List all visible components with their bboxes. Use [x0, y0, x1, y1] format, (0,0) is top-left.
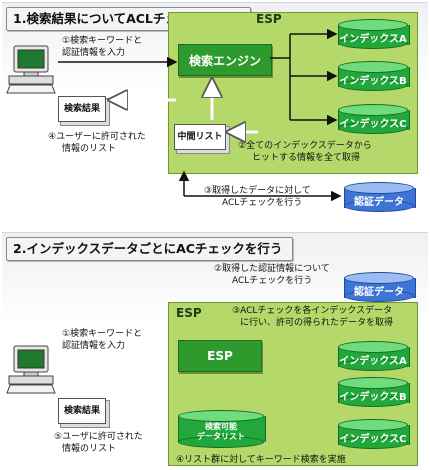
section2-computer-icon: [6, 345, 56, 394]
section1-engine-label: 検索エンジン: [188, 53, 261, 68]
section1-auth-db-label: 認証データ: [354, 197, 404, 208]
section1-index-a-label: インデックスA: [339, 34, 407, 45]
section1-step2-line1: ②全てのインデックスデータから: [238, 141, 372, 151]
section1-index-c-label: インデックスC: [339, 119, 407, 130]
section2-index-c: インデックスC: [338, 419, 410, 449]
section2-index-a-label: インデックスA: [339, 356, 407, 367]
section2-esp-engine: ESP: [178, 340, 262, 372]
section2-index-b: インデックスB: [338, 377, 410, 407]
section2-auth-db: 認証データ: [344, 272, 416, 302]
section1-index-b-label: インデックスB: [339, 76, 407, 87]
section1-step2-line2: ヒットする情報を全て取得: [252, 153, 361, 163]
section1-auth-db: 認証データ: [344, 182, 416, 212]
section1-step4-line1: ④ユーザーに許可された: [48, 132, 146, 142]
section2-list-db-line2: データリスト: [197, 432, 245, 441]
section1-computer-icon: [6, 45, 56, 94]
section2-step4: ④リスト群に対してキーワード検索を実施: [176, 455, 346, 465]
section2-step3-line1: ③ACLチェックを各インデックスデータ: [232, 306, 393, 316]
section2-auth-db-label: 認証データ: [354, 287, 404, 298]
section2-result-doc: 検索結果: [58, 398, 106, 424]
section2-index-a: インデックスA: [338, 341, 410, 371]
section1-step1-line2: 認証情報を入力: [62, 48, 126, 58]
section2-result-doc-label: 検索結果: [63, 406, 100, 416]
section2-step5-line2: 情報のリスト: [62, 444, 117, 454]
section1-middle-doc-label: 中間リスト: [177, 132, 223, 142]
section2-step1-line2: 認証情報を入力: [62, 341, 126, 351]
section2-list-db-line1: 検索可能: [205, 422, 237, 431]
section1-search-engine: 検索エンジン: [178, 44, 272, 76]
section2-step2-line1: ②取得した認証情報について: [214, 264, 330, 274]
section2-index-c-label: インデックスC: [339, 434, 407, 445]
section2-index-b-label: インデックスB: [339, 392, 407, 403]
section2-step2-line2: ACLチェックを行う: [232, 276, 313, 286]
section2-step1-line1: ①検索キーワードと: [62, 329, 143, 339]
section2-step5-line1: ⑤ユーザに許可された: [54, 432, 143, 442]
section2-searchable-data-list: 検索可能 データリスト: [178, 410, 266, 448]
section1-step1-line1: ①検索キーワードと: [62, 36, 143, 46]
section1-step4-line2: 情報のリスト: [62, 144, 117, 154]
section2-title: 2.インデックスデータごとにACチェックを行う: [6, 237, 294, 261]
section1-index-a: インデックスA: [338, 19, 410, 49]
section1-result-doc: 検索結果: [58, 96, 106, 122]
section1-index-c: インデックスC: [338, 104, 410, 134]
section1-step3-line1: ③取得したデータに対して: [204, 186, 311, 196]
section1-esp-label: ESP: [256, 12, 282, 26]
section1-step3-line2: ACLチェックを行う: [222, 198, 303, 208]
section2-esp-label: ESP: [176, 306, 202, 320]
section2-step3-line2: に行い、許可の得られたデータを取得: [240, 318, 394, 328]
section1-result-doc-label: 検索結果: [63, 104, 100, 114]
section2-engine-label: ESP: [207, 349, 233, 363]
section1-middle-doc: 中間リスト: [174, 124, 226, 150]
section1-index-b: インデックスB: [338, 61, 410, 91]
